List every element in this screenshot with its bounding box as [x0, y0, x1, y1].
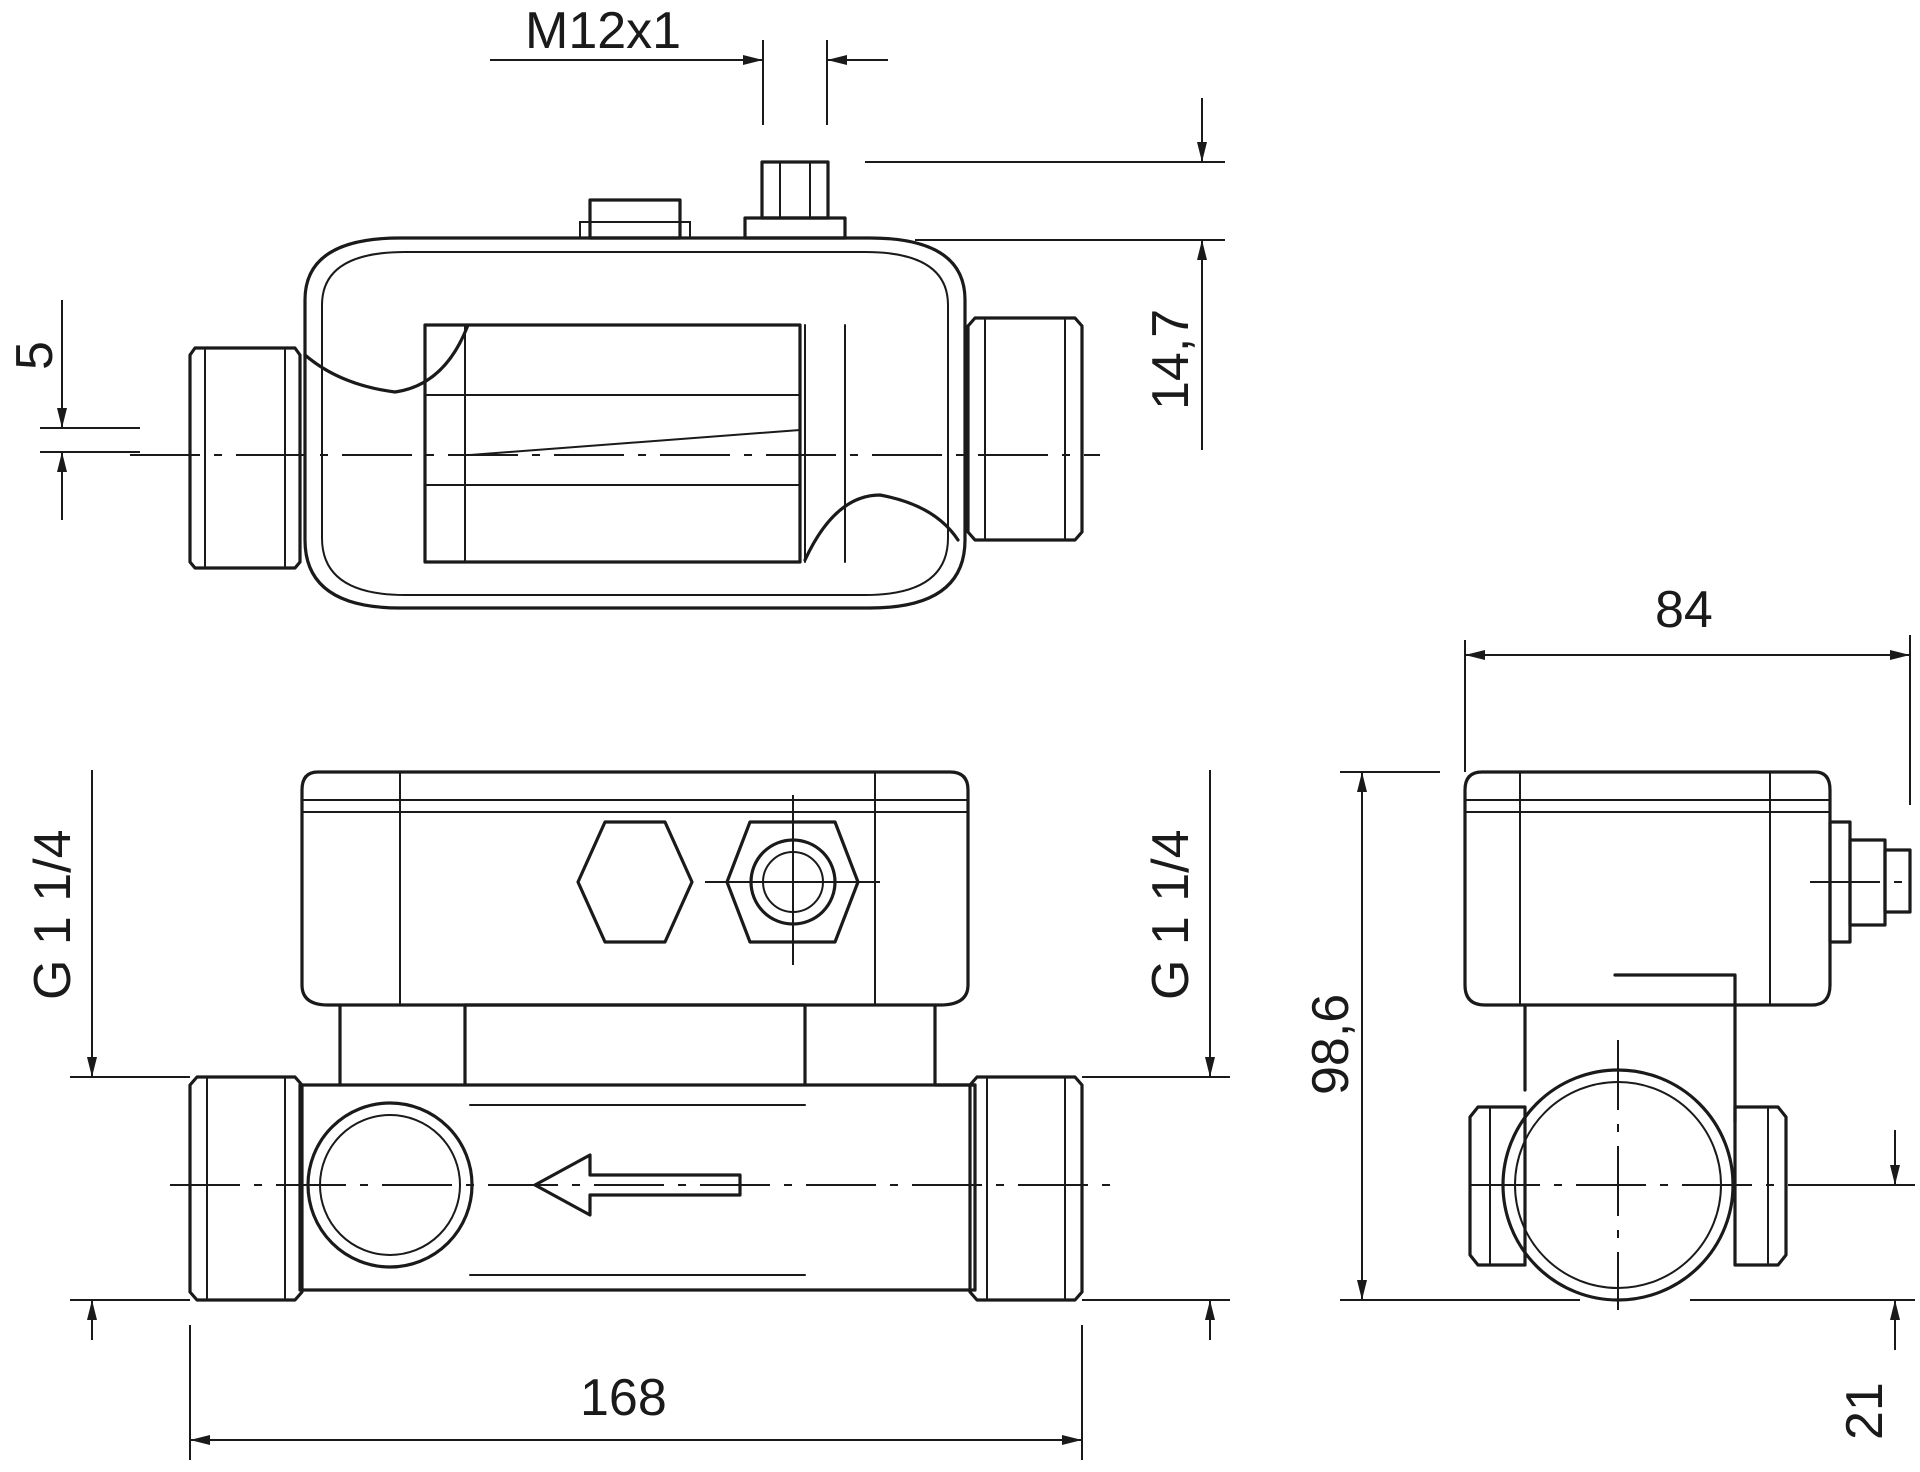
dimension-5: 5 — [6, 300, 140, 520]
label-98-6: 98,6 — [1302, 994, 1360, 1095]
dimension-m12x1: M12x1 — [490, 2, 888, 125]
dimension-21: 21 — [1690, 1130, 1915, 1440]
top-view — [130, 160, 1100, 610]
label-g-right: G 1 1/4 — [1142, 829, 1200, 1000]
side-view — [1463, 770, 1915, 1310]
dimension-14-7: 14,7 — [865, 98, 1225, 450]
label-g-left: G 1 1/4 — [24, 829, 82, 1000]
dimension-84: 84 — [1464, 581, 1911, 805]
label-5: 5 — [6, 341, 64, 370]
dimension-g-right: G 1 1/4 — [1082, 770, 1230, 1340]
label-21: 21 — [1836, 1382, 1894, 1440]
label-14-7: 14,7 — [1142, 309, 1200, 410]
label-168: 168 — [580, 1369, 667, 1427]
dimension-98-6: 98,6 — [1302, 771, 1580, 1301]
front-view — [170, 770, 1110, 1302]
dimension-168: 168 — [189, 1325, 1083, 1460]
dimension-g-left: G 1 1/4 — [24, 770, 190, 1340]
label-84: 84 — [1655, 581, 1713, 639]
label-m12x1: M12x1 — [525, 2, 681, 60]
